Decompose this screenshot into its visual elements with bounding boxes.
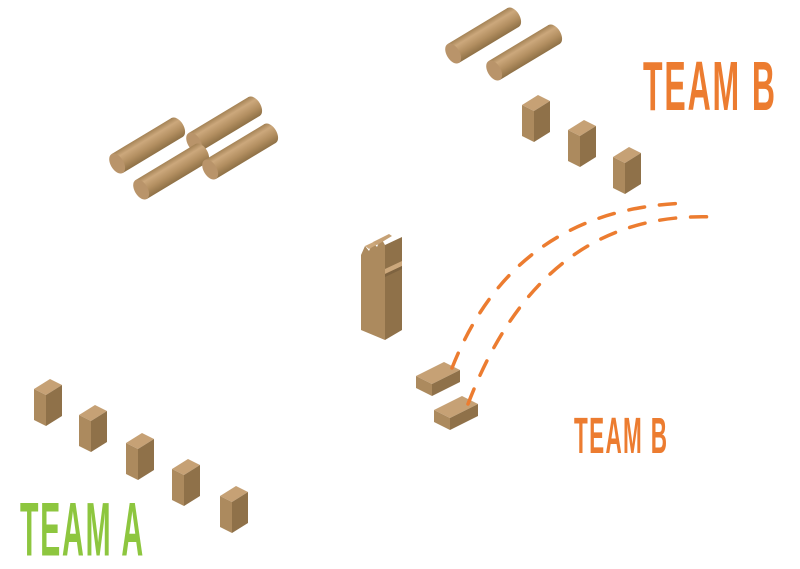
- baton: [197, 119, 285, 183]
- standing-kubb: [125, 431, 155, 481]
- baton: [481, 20, 569, 84]
- team-b-label-field: TEAM B: [643, 47, 777, 126]
- king-piece: [360, 233, 404, 341]
- team-a-label: TEAM A: [20, 487, 145, 569]
- standing-kubb: [171, 457, 201, 507]
- baton: [104, 113, 192, 177]
- standing-kubb: [567, 118, 597, 168]
- standing-kubb: [219, 484, 249, 534]
- trajectory-arc: [450, 201, 690, 370]
- trajectory-arc: [466, 215, 716, 406]
- team-b-label-thrown-kubbs: TEAM B: [574, 406, 669, 465]
- standing-kubb: [612, 145, 642, 195]
- standing-kubb: [78, 403, 108, 453]
- baton: [128, 139, 216, 203]
- standing-kubb: [521, 93, 551, 143]
- baton: [440, 3, 528, 67]
- fallen-kubb: [433, 395, 479, 431]
- fallen-kubb: [415, 361, 461, 397]
- standing-kubb: [33, 377, 63, 427]
